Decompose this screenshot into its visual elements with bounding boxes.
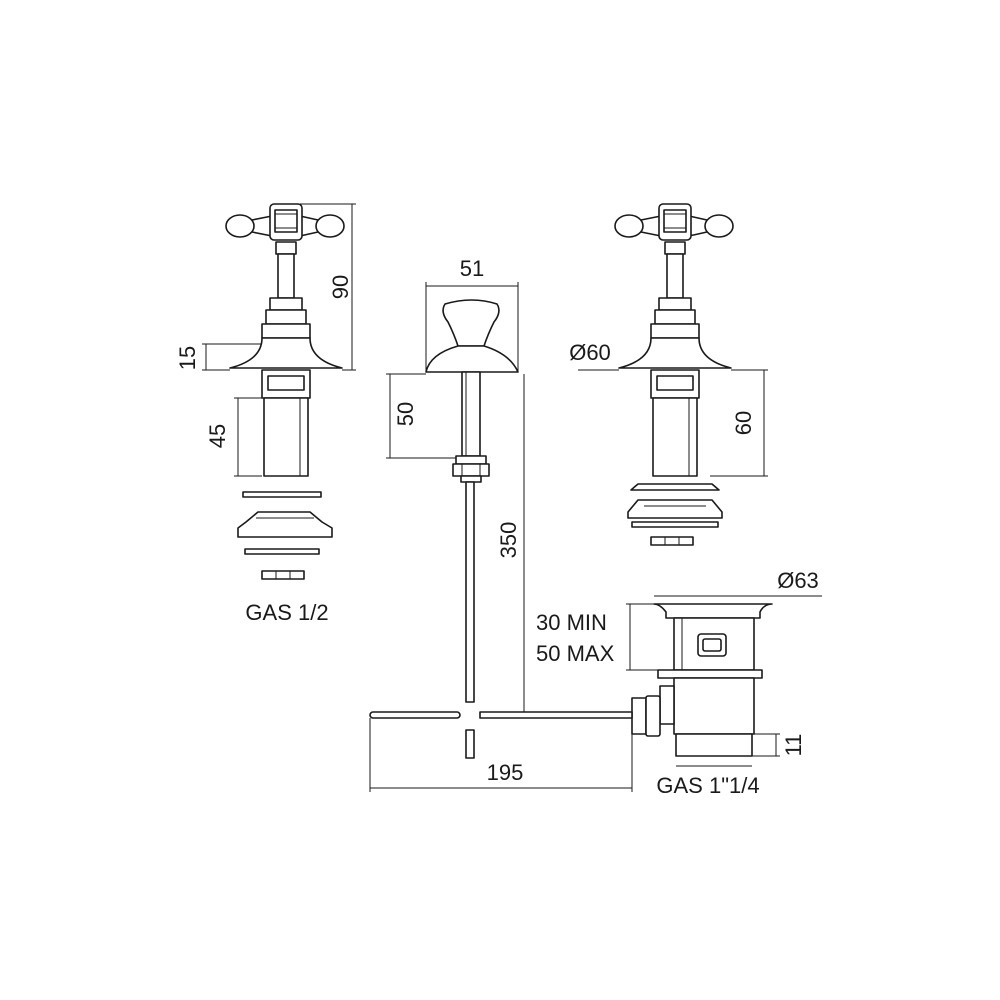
dim-lever-width: 51 xyxy=(460,256,484,281)
pop-up-lever xyxy=(425,299,519,759)
dim-waste-diameter: Ø63 xyxy=(777,568,819,593)
dim-thickness-max: 50 MAX xyxy=(536,641,615,666)
right-tap-valve xyxy=(614,203,734,546)
dim-tail-height: 11 xyxy=(781,734,806,757)
left-tap-valve xyxy=(225,203,345,580)
pop-up-waste xyxy=(631,603,773,757)
dim-body-length: 60 xyxy=(731,411,756,435)
dim-thickness-min: 30 MIN xyxy=(536,610,607,635)
dim-collar-height: 15 xyxy=(175,346,200,370)
dim-lever-height: 50 xyxy=(393,402,418,426)
left-tap-dimensions xyxy=(202,203,356,477)
dim-waste-thread: GAS 1"1/4 xyxy=(656,773,759,798)
dim-rod-reach: 195 xyxy=(487,760,524,785)
dim-inlet-thread: GAS 1/2 xyxy=(245,600,328,625)
waste-rod xyxy=(369,711,633,719)
dim-rod-length: 350 xyxy=(496,522,521,559)
dim-handle-height: 90 xyxy=(328,275,353,299)
dim-shank-length: 45 xyxy=(205,424,230,448)
lever-dimensions xyxy=(386,282,525,712)
dim-flange-diameter: Ø60 xyxy=(569,340,611,365)
right-tap-dimensions xyxy=(578,369,768,477)
waste-dimensions xyxy=(369,595,822,792)
